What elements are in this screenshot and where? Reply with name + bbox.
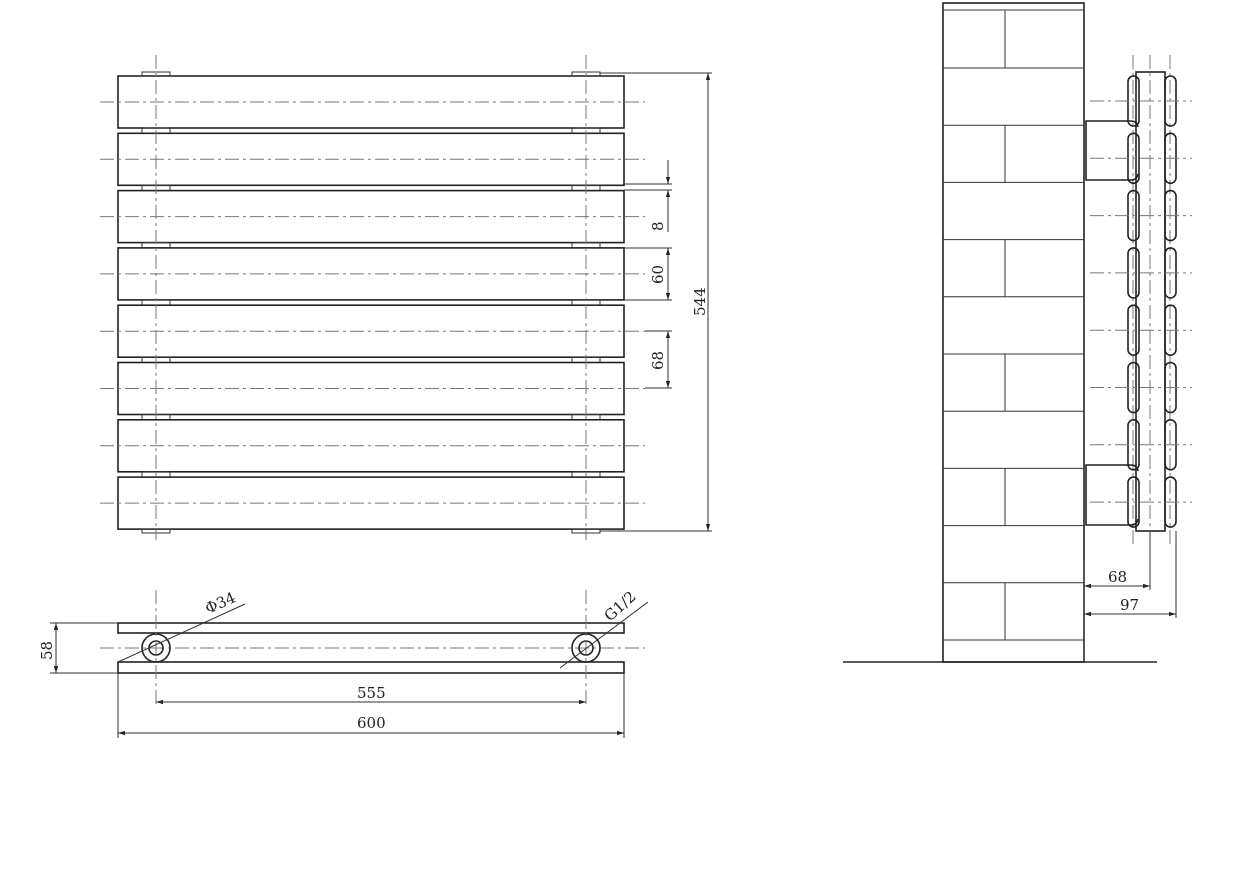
dim-wall-to-front: 97	[1120, 596, 1139, 614]
wall-bracket	[1085, 120, 1131, 181]
dim-gap: 8	[649, 221, 667, 231]
dim-thread: G1/2	[601, 587, 640, 625]
leader-pipe-diameter	[117, 603, 246, 663]
wall-bracket	[1085, 464, 1131, 526]
front-view	[100, 55, 645, 540]
dim-pipe-diameter: Φ34	[202, 588, 238, 617]
leader-thread	[559, 601, 649, 669]
front-bar	[117, 661, 625, 674]
dimension-lines	[50, 72, 1177, 738]
bracket-hook	[1130, 464, 1139, 526]
top-view	[100, 590, 645, 705]
wall	[942, 2, 1085, 663]
rear-bar	[117, 622, 625, 634]
dim-center-distance: 555	[357, 684, 386, 702]
bracket-hook	[1130, 120, 1139, 181]
dim-overall-width: 600	[357, 714, 386, 732]
dim-bar-pitch: 68	[649, 351, 667, 370]
dim-depth: 58	[38, 641, 56, 660]
side-view	[843, 2, 1192, 663]
dim-overall-height: 544	[691, 287, 709, 316]
dim-wall-to-panel: 68	[1108, 568, 1127, 586]
dim-bar-height: 60	[649, 265, 667, 284]
